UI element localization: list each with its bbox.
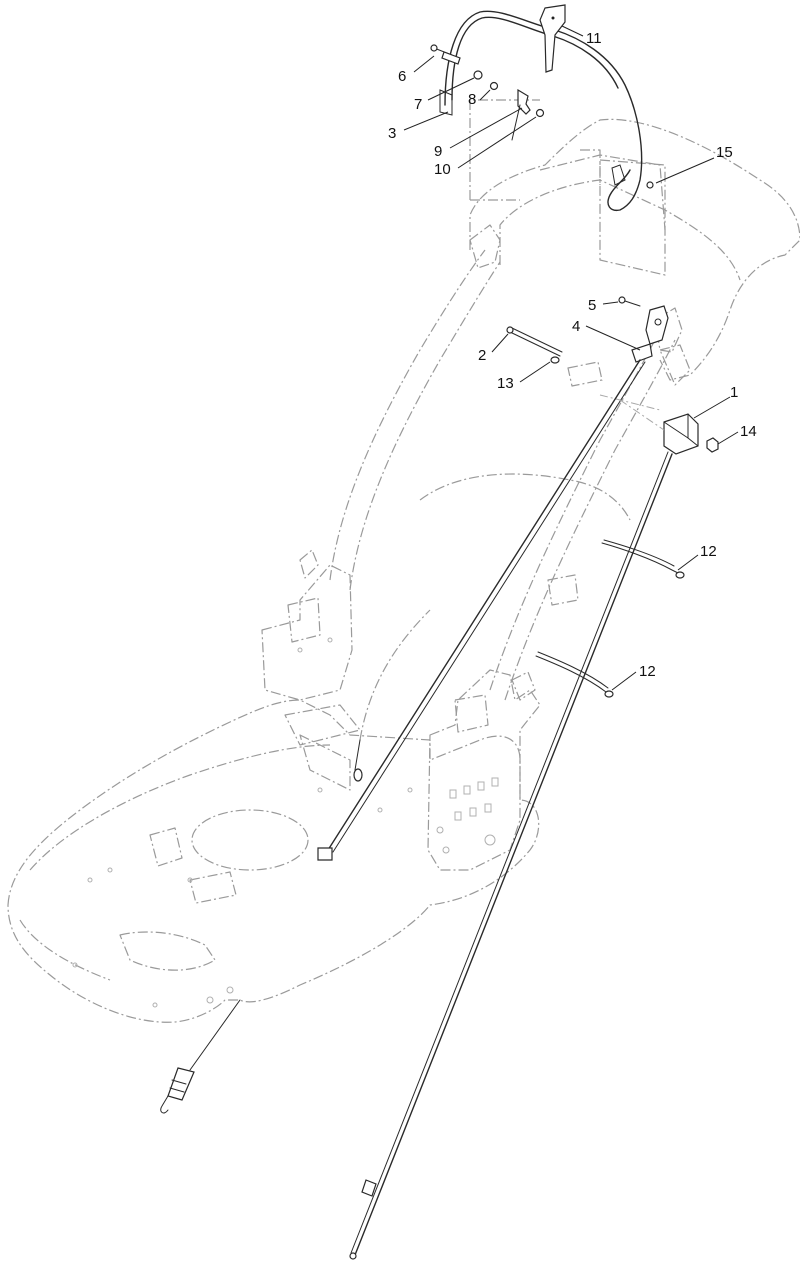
top-hardware (430, 44, 654, 307)
cable-ties (535, 539, 685, 698)
callout-7: 7 (414, 96, 422, 113)
callout-10: 10 (434, 161, 451, 178)
cable-bracket (631, 305, 669, 363)
callout-4: 4 (572, 318, 580, 335)
drive-cable (349, 451, 673, 1260)
callout-5: 5 (588, 297, 596, 314)
cable-housing (619, 399, 719, 455)
callout-8: 8 (468, 91, 476, 108)
bail-bar (439, 10, 643, 212)
callout-3: 3 (388, 125, 396, 142)
callout-1: 1 (730, 384, 738, 401)
callout-11: 11 (586, 30, 602, 47)
bolt-and-washer (506, 326, 563, 364)
callout-12-lower: 12 (639, 663, 656, 680)
leader-lines (403, 25, 739, 691)
callout-6: 6 (398, 68, 406, 85)
engine-lever (539, 4, 566, 73)
callout-labels: 11 6 7 8 3 9 10 15 5 4 2 13 1 14 12 12 (388, 30, 757, 680)
callout-14: 14 (740, 423, 757, 440)
callout-2: 2 (478, 347, 486, 364)
control-cable (317, 359, 646, 861)
callout-13: 13 (497, 375, 514, 392)
spring (160, 999, 241, 1114)
handle-frame-outline (329, 99, 800, 741)
callout-15: 15 (716, 144, 733, 161)
callout-9: 9 (434, 143, 442, 160)
mower-deck-outline (7, 549, 541, 1023)
callout-12-upper: 12 (700, 543, 717, 560)
